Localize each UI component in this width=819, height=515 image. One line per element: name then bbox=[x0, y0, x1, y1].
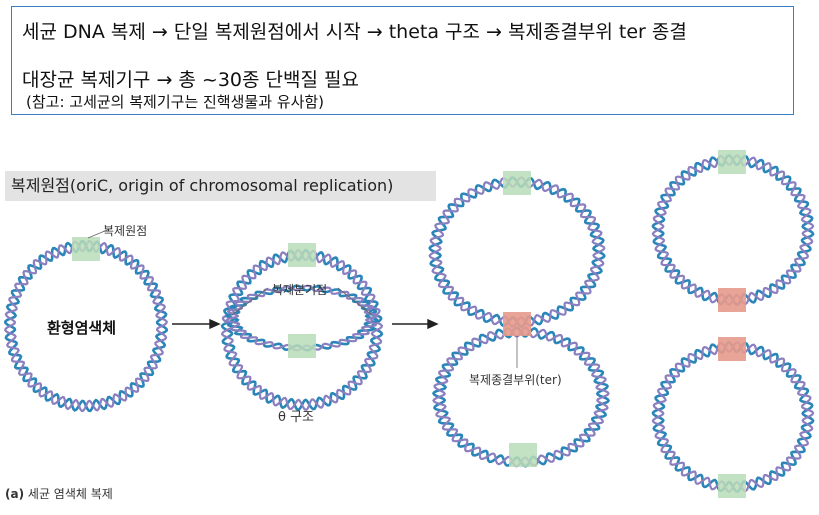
figure-caption: (a) 세균 염색체 복제 bbox=[5, 485, 113, 502]
origin-marker bbox=[503, 171, 531, 195]
circular-chromosome-label: 환형염색체 bbox=[47, 319, 117, 337]
origin-marker bbox=[72, 237, 100, 261]
caption-text: 세균 염색체 복제 bbox=[27, 487, 113, 501]
fork-leader-line bbox=[231, 287, 269, 316]
dna-strand-theta-outer bbox=[220, 248, 384, 412]
dna-strand-circular-chromosome bbox=[4, 239, 168, 413]
dna-strand-figure-eight-upper bbox=[428, 176, 606, 328]
summary-line-2: 대장균 복제기구 → 총 ~30종 단백질 필요 bbox=[22, 69, 359, 91]
caption-panel-letter: (a) bbox=[5, 487, 25, 501]
ter-marker bbox=[503, 312, 531, 336]
origin-marker bbox=[509, 443, 537, 467]
dna-strand-daughter-upper bbox=[651, 154, 815, 306]
fork-leader-line bbox=[337, 287, 373, 316]
arrow-right-head bbox=[209, 318, 221, 330]
leader-lines-layer bbox=[87, 227, 518, 368]
arrows-layer bbox=[172, 318, 439, 330]
dna-strands-layer bbox=[3, 153, 815, 494]
origin-marker bbox=[288, 334, 316, 358]
dna-strand-theta-inner bbox=[225, 284, 379, 352]
summary-line-1: 세균 DNA 복제 → 단일 복제원점에서 시작 → theta 구조 → 복제… bbox=[22, 21, 687, 43]
theta-structure-label: θ 구조 bbox=[278, 410, 315, 425]
summary-box: 세균 DNA 복제 → 단일 복제원점에서 시작 → theta 구조 → 복제… bbox=[11, 6, 794, 115]
markers-layer bbox=[72, 150, 746, 498]
termination-site-label: 복제종결부위(ter) bbox=[469, 373, 562, 387]
arrow-right-head bbox=[427, 318, 439, 330]
dna-strand-figure-eight-lower bbox=[432, 326, 610, 468]
summary-note: (참고: 고세균의 복제기구는 진핵생물과 유사함) bbox=[26, 93, 325, 111]
origin-leader-line bbox=[87, 227, 113, 239]
ter-marker bbox=[718, 288, 746, 312]
dna-strand-theta-outer bbox=[220, 248, 384, 412]
ter-marker bbox=[718, 337, 746, 361]
origin-marker bbox=[288, 243, 316, 267]
section-label-origin: 복제원점(oriC, origin of chromosomal replica… bbox=[5, 171, 436, 201]
origin-marker bbox=[718, 150, 746, 174]
origin-marker bbox=[718, 474, 746, 498]
dna-strand-daughter-lower bbox=[651, 341, 815, 493]
replication-fork-label: 복제분기점 bbox=[272, 283, 328, 297]
origin-label: 복제원점 bbox=[103, 224, 148, 238]
